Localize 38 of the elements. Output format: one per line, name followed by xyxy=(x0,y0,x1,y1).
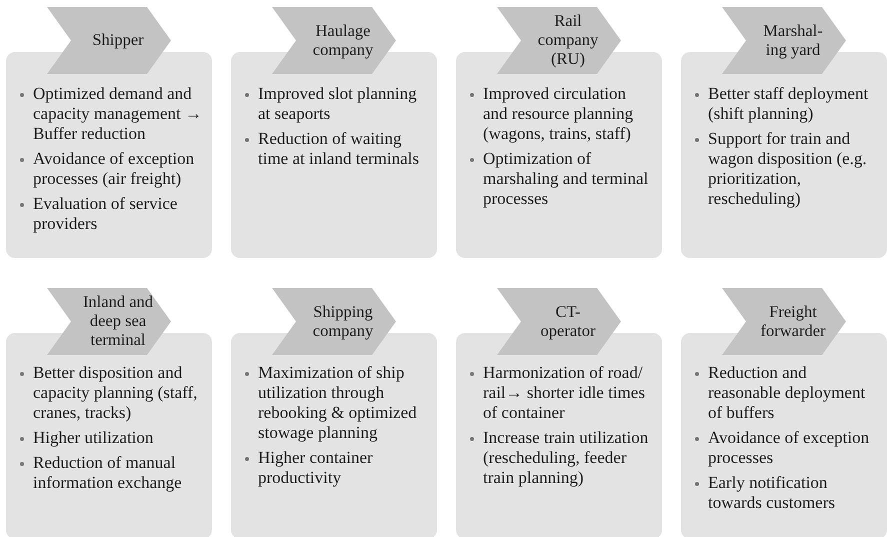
chevron-header xyxy=(47,288,171,355)
benefit-text: Evaluation of service providers xyxy=(33,194,178,234)
benefit-text: Increase train utilization (rescheduling, feeder train planning) xyxy=(483,428,650,488)
chevron-header xyxy=(722,288,846,355)
header-text: CT- operator xyxy=(540,302,596,340)
benefit-text: Better staff deployment (shift planning) xyxy=(708,84,870,124)
benefit-text: Reduction of manual information exchange xyxy=(33,453,183,494)
chevron-header xyxy=(272,288,396,355)
benefit-text: Higher utilization xyxy=(33,428,154,448)
benefit-text: Maximization of ship utilization through rebooking & optimized stowage planning xyxy=(258,363,418,444)
benefit-text: Higher container productivity xyxy=(258,448,374,488)
benefit-text: Support for train and wagon disposition (e.g. prioritization, rescheduling) xyxy=(708,129,868,210)
chevron-header xyxy=(47,7,171,74)
header-text: Shipper xyxy=(91,31,145,50)
benefit-card xyxy=(456,52,662,258)
benefit-card xyxy=(6,333,212,537)
benefit-text: Improved slot planning at seaports xyxy=(258,84,418,124)
benefit-text: Better disposition and capacity planning (staff, cranes, tracks) xyxy=(33,363,198,424)
header-text: Freight forwarder xyxy=(759,302,827,340)
header-text: Shipping company xyxy=(312,302,374,340)
benefit-text: Avoidance of exception processes xyxy=(708,428,870,468)
chevron-header xyxy=(272,7,396,74)
benefit-text: Early notification towards customers xyxy=(708,473,836,514)
benefit-text: Harmonization of road/ rail→ shorter idle times of container xyxy=(483,363,646,424)
benefit-text: Improved circulation and resource planning (wagons, trains, staff) xyxy=(483,84,634,144)
chevron-header xyxy=(497,7,621,74)
benefit-text: Reduction of waiting time at inland terminals xyxy=(258,129,420,170)
header-text: Rail company (RU) xyxy=(536,12,600,69)
header-text: Inland and deep sea terminal xyxy=(82,293,154,350)
benefit-text: Reduction and reasonable deployment of buffers xyxy=(708,363,866,424)
chevron-header xyxy=(722,7,846,74)
benefit-text: Avoidance of exception processes (air freight) xyxy=(33,149,196,190)
benefit-text: Optimization of marshaling and terminal processes xyxy=(483,149,650,210)
benefit-text: Optimized demand and capacity management → Buffer reduction xyxy=(33,84,202,144)
chevron-header xyxy=(497,288,621,355)
header-text: Haulage company xyxy=(312,22,374,60)
benefit-card xyxy=(6,52,212,258)
header-text: Marshal- ing yard xyxy=(762,22,824,60)
